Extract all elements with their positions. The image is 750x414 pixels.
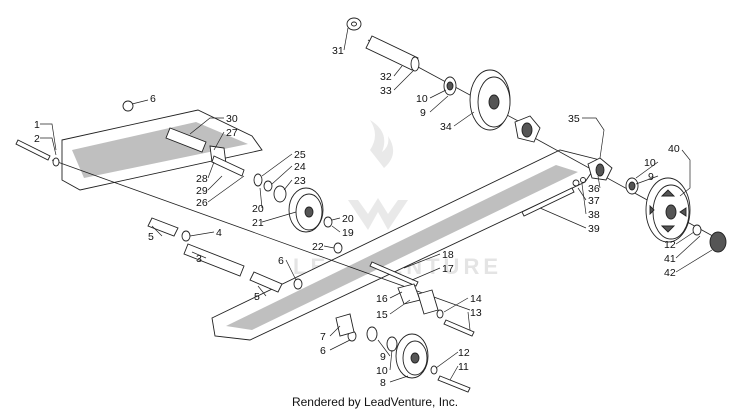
callout-40: 40	[668, 143, 680, 155]
callout-30: 30	[226, 113, 238, 125]
callout-20-right: 20	[342, 213, 354, 225]
cap-22	[333, 242, 343, 254]
callout-9-lower: 9	[380, 351, 386, 363]
right-rail	[211, 149, 601, 341]
bearing-23	[273, 185, 287, 203]
callout-15: 15	[376, 309, 388, 321]
hub-35	[514, 115, 541, 143]
callout-6-low: 6	[320, 345, 326, 357]
callout-10-right: 10	[644, 157, 656, 169]
spacer-5-upper	[147, 217, 179, 237]
callout-23: 23	[294, 175, 306, 187]
callout-25: 25	[294, 149, 306, 161]
nut-6-top	[122, 100, 134, 112]
bracket-7	[335, 313, 355, 337]
idler-wheel-40	[645, 177, 691, 243]
callout-19: 19	[342, 227, 354, 239]
callout-11: 11	[458, 361, 469, 373]
callout-1: 1	[34, 119, 40, 131]
bolt-1	[15, 139, 60, 167]
callout-31: 31	[332, 45, 344, 57]
bracket-27	[209, 145, 245, 177]
callout-33: 33	[380, 85, 392, 97]
spacer-5-lower	[249, 271, 283, 293]
spacer-30	[165, 127, 207, 153]
callout-5-upper: 5	[148, 231, 154, 243]
callout-42: 42	[664, 267, 676, 279]
bolt-13	[443, 319, 475, 337]
washer-9-lower	[366, 326, 378, 342]
callout-10-upper: 10	[416, 93, 428, 105]
idler-wheel-34	[469, 69, 511, 131]
shaft-32	[365, 35, 419, 71]
callout-7: 7	[320, 331, 326, 343]
idler-wheel-21	[288, 187, 324, 233]
leader-lines	[40, 27, 713, 383]
callout-16: 16	[376, 293, 388, 305]
bracket-15	[397, 283, 439, 315]
callout-17: 17	[442, 263, 454, 275]
callout-29: 29	[196, 185, 208, 197]
end-cap-42	[709, 231, 727, 253]
washer-14	[436, 309, 444, 319]
callout-34: 34	[440, 121, 452, 133]
callout-39: 39	[588, 223, 600, 235]
callout-5-lower: 5	[254, 291, 260, 303]
bearing-10-lower	[386, 336, 398, 352]
callout-35: 35	[568, 113, 580, 125]
bolt-17	[369, 261, 419, 287]
callout-8: 8	[380, 377, 386, 389]
washer-12-right	[692, 224, 702, 236]
nut-6-mid	[293, 278, 303, 290]
callout-38: 38	[588, 209, 600, 221]
callout-37: 37	[588, 195, 600, 207]
washer-25	[253, 173, 263, 187]
callout-36: 36	[588, 183, 600, 195]
render-credit-caption: Rendered by LeadVenture, Inc.	[291, 395, 459, 409]
callout-3: 3	[196, 253, 202, 265]
callout-6-mid: 6	[278, 255, 284, 267]
callout-28: 28	[196, 173, 208, 185]
hub-36	[587, 157, 613, 181]
callout-12-right: 12	[664, 239, 676, 251]
callout-9-upper: 9	[420, 107, 426, 119]
callout-22: 22	[312, 241, 324, 253]
callout-18: 18	[442, 249, 454, 261]
callout-27: 27	[226, 127, 238, 139]
spacer-24	[263, 180, 273, 192]
callout-41: 41	[664, 253, 676, 265]
callout-24: 24	[294, 161, 306, 173]
callout-4: 4	[216, 227, 222, 239]
callout-labels: 1 2 6 30 27 28 29 26 25 24 23 20 21 20 1…	[34, 45, 680, 389]
left-rail	[61, 109, 263, 191]
callout-20-left: 20	[252, 203, 264, 215]
callout-2: 2	[34, 133, 40, 145]
tube-3	[183, 243, 245, 277]
callout-10-lower: 10	[376, 365, 388, 377]
washer-12-lower	[430, 365, 438, 375]
callout-9-right: 9	[648, 171, 654, 183]
callout-14: 14	[470, 293, 482, 305]
bolt-11	[437, 375, 471, 393]
callout-26: 26	[196, 197, 208, 209]
washer-20	[323, 216, 333, 228]
callout-32: 32	[380, 71, 392, 83]
washer-4	[181, 230, 191, 242]
callout-12-lower: 12	[458, 347, 470, 359]
lower-axle-line	[51, 159, 471, 311]
idler-wheel-8	[395, 333, 429, 379]
callout-21: 21	[252, 217, 264, 229]
axle-bolt-39	[521, 177, 586, 217]
callout-6-top: 6	[150, 93, 156, 105]
callout-13: 13	[470, 307, 482, 319]
